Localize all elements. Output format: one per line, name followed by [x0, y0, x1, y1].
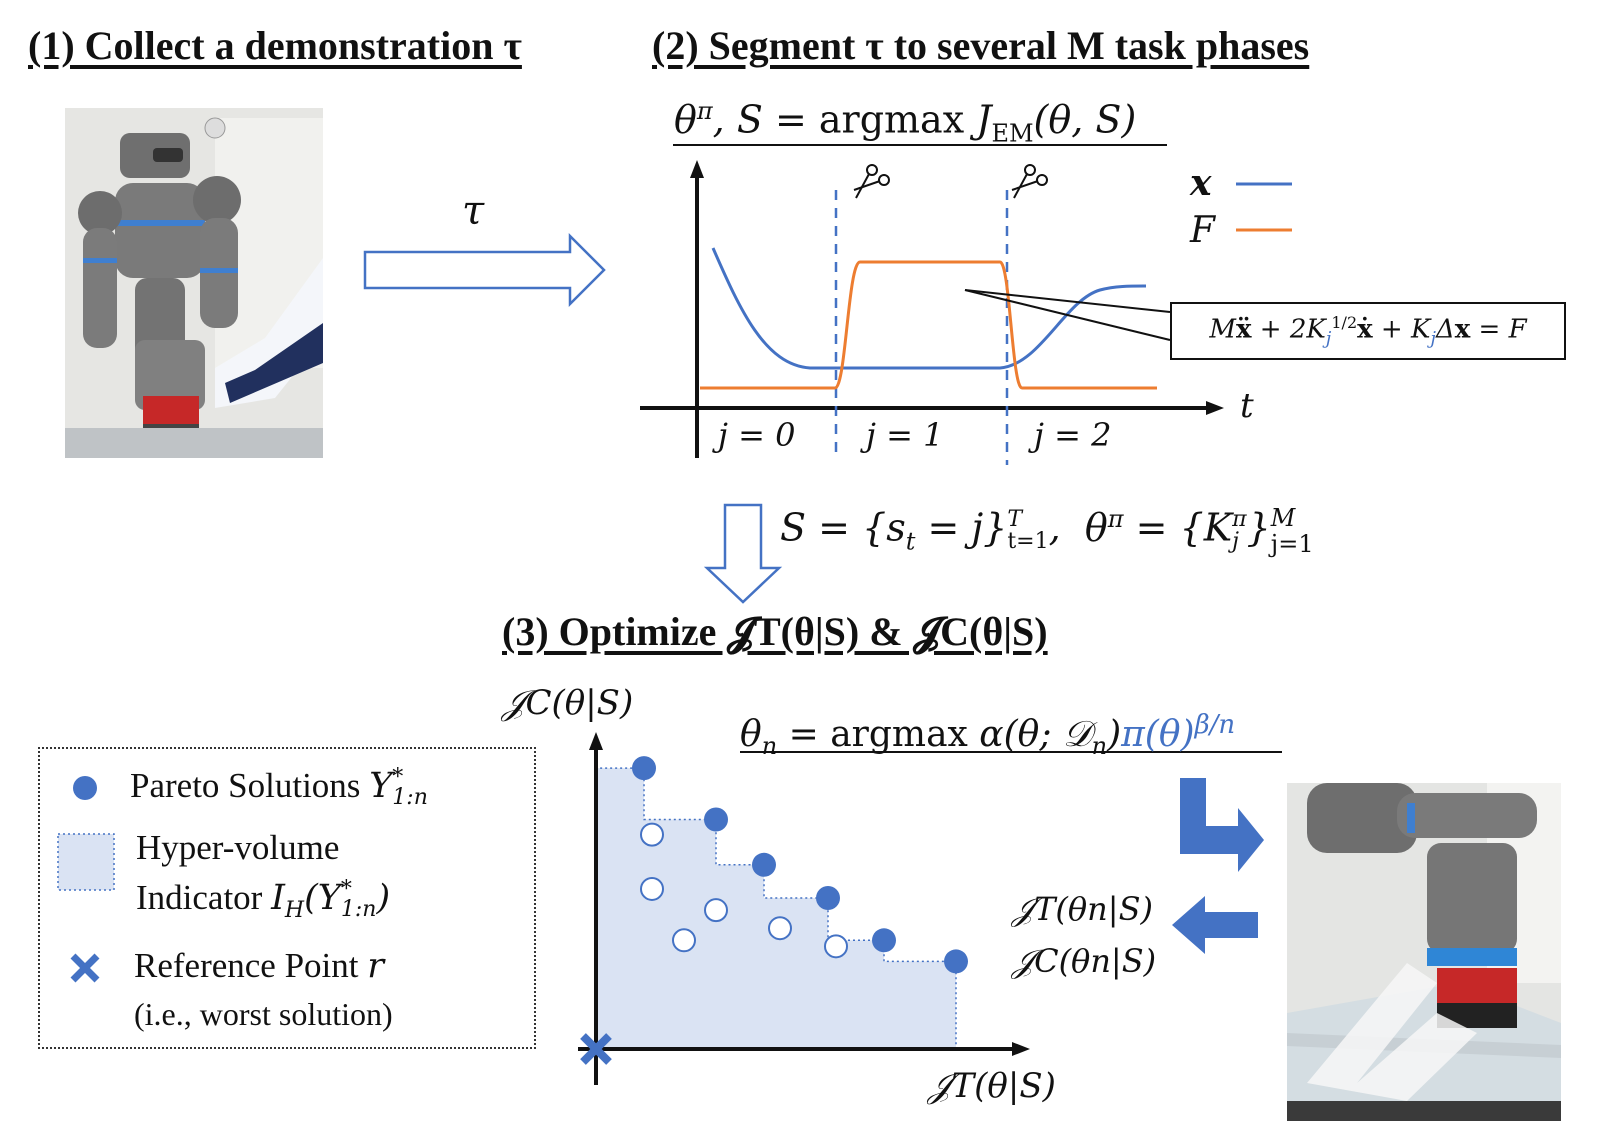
tau-arrow-label: τ — [462, 188, 485, 234]
em-equation: θπ, S = argmax JEM(θ, S) — [674, 97, 1137, 148]
plot-y-arrowhead — [690, 160, 704, 178]
x-legend-label: x — [1190, 162, 1212, 204]
hypervolume-legend-icon — [57, 833, 115, 891]
robot-illustration — [65, 108, 323, 458]
robot-demonstration-photo — [65, 108, 323, 458]
dominated-point — [672, 928, 696, 953]
pareto-x-axis-label: 𝒥T(θ|S) — [928, 1066, 1056, 1106]
pareto-x-arrowhead — [1012, 1042, 1030, 1056]
blue-left-arrow — [1172, 896, 1258, 954]
hollow-arrow-right — [363, 232, 606, 308]
scissors-icon — [853, 164, 890, 199]
legend-hv-line2: Indicator IH(Y*1:n) — [136, 876, 391, 923]
f-legend-label: F — [1190, 210, 1215, 251]
pareto-point — [944, 949, 968, 974]
pareto-point — [872, 928, 896, 953]
pareto-chart — [578, 732, 1030, 1085]
plot-x-arrowhead — [1206, 401, 1224, 415]
dominated-point — [640, 822, 664, 847]
pareto-y-arrowhead — [589, 732, 603, 750]
step1-heading: (1) Collect a demonstration τ — [28, 23, 522, 68]
callout-line-2 — [964, 289, 1171, 341]
blue-l-arrow — [1180, 778, 1264, 872]
pareto-point — [816, 886, 840, 910]
step3-heading: (3) Optimize 𝓙T(θ|S) & 𝓙C(θ|S) — [502, 609, 1048, 654]
dominated-point — [824, 934, 848, 959]
hollow-arrow-down — [703, 503, 783, 604]
callout-line-1 — [964, 289, 1171, 313]
evaluation-task-cost: 𝒥T(θn|S) — [1012, 890, 1153, 928]
step2-heading: (2) Segment τ to several M task phases — [652, 23, 1310, 68]
dominated-point — [704, 898, 728, 923]
dynamics-equation-box: Mẍ + 2Kj1/2ẋ + KjΔx = F — [1170, 302, 1566, 360]
legend-hv-line1: Hyper-volume — [136, 828, 340, 867]
evaluation-contact-cost: 𝒥C(θn|S) — [1012, 942, 1157, 980]
robot-execution-illustration — [1287, 783, 1561, 1121]
time-axis-label: t — [1240, 386, 1254, 426]
scissors-icon — [1011, 164, 1048, 199]
phase-label-0: j = 0 — [718, 416, 796, 454]
pareto-point — [752, 852, 776, 877]
pareto-point — [632, 756, 656, 781]
dominated-point — [640, 876, 664, 901]
hypervolume-region — [595, 767, 957, 1050]
pareto-legend — [38, 747, 536, 1049]
cross-icon — [70, 953, 100, 983]
pareto-point — [704, 807, 728, 832]
legend-pareto-label: Pareto Solutions Y*1:n — [130, 764, 428, 810]
reference-point-stroke — [580, 1033, 612, 1065]
pareto-solution-legend-icon — [73, 776, 97, 800]
phase-label-2: j = 2 — [1034, 416, 1112, 454]
phase-label-1: j = 1 — [866, 416, 944, 454]
dominated-point — [768, 916, 792, 941]
legend-ref-line1: Reference Point r — [134, 946, 384, 986]
x-signal-curve — [711, 247, 1147, 370]
acquisition-equation: θn = argmax α(θ; 𝒟n)π(θ)β/n — [740, 710, 1236, 761]
f-signal-curve — [700, 260, 1157, 390]
legend-ref-line2: (i.e., worst solution) — [134, 996, 393, 1032]
robot-execution-photo — [1287, 783, 1561, 1121]
pareto-y-axis-label: 𝒥C(θ|S) — [502, 683, 634, 723]
